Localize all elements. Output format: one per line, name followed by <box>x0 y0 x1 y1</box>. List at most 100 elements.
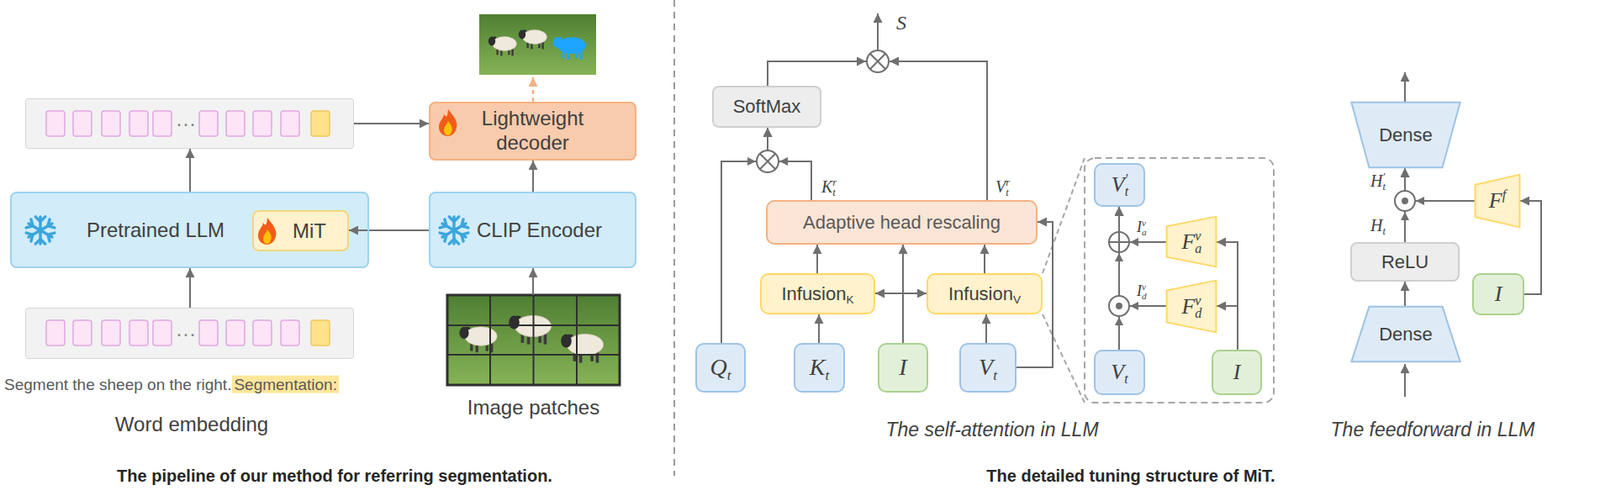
node-text: Ff <box>1489 188 1506 214</box>
node-text: Adaptive head rescaling <box>802 211 1001 233</box>
trapezoid-outline <box>1351 102 1460 168</box>
label-holder: Vtr <box>995 176 1010 197</box>
node-text: Dense <box>1378 124 1433 146</box>
connector-arrow <box>875 293 903 344</box>
symbol-base: V <box>978 353 993 381</box>
connector-arrow <box>1404 168 1475 201</box>
node-text: MiT <box>292 219 327 243</box>
input-image <box>459 327 497 353</box>
hadamard-operator <box>1116 303 1122 309</box>
label-holder: Iav <box>1136 218 1146 238</box>
connector-arrow <box>1216 242 1238 350</box>
panel-label: The feedforward in LLM <box>1330 418 1536 441</box>
node-text: Dense <box>1378 323 1433 345</box>
token <box>73 110 92 137</box>
node-text: I <box>1233 359 1241 386</box>
superscript: ′ <box>1382 170 1385 184</box>
dense-layer: Dense <box>1350 306 1462 363</box>
box-fill <box>428 191 637 269</box>
add-operator <box>1108 232 1130 253</box>
node-text: Kt <box>809 353 830 381</box>
superscript: v <box>1141 281 1146 293</box>
wire <box>1404 72 1406 102</box>
token <box>153 110 172 137</box>
symbol-base: I <box>1136 282 1142 300</box>
decoder-box: Lightweight decoder <box>428 101 637 161</box>
connector-arrow <box>353 122 429 125</box>
label-holder: Idv <box>1136 282 1146 301</box>
math-symbol: Ktr <box>821 177 837 196</box>
node-text: I <box>1494 281 1503 307</box>
arrowhead <box>1114 316 1124 326</box>
superscript: v <box>1141 217 1146 229</box>
tensor-box: Vt <box>959 343 1017 393</box>
node-text: Fav <box>1181 229 1201 255</box>
label-holder: Segmentation: <box>232 375 339 396</box>
token <box>46 110 65 137</box>
zoom-line <box>1042 314 1085 403</box>
add-operator <box>1118 232 1120 253</box>
input-image <box>447 295 620 386</box>
trapezoid-outline <box>1351 306 1460 363</box>
wire <box>767 61 867 86</box>
symbol-base: Infusion <box>948 283 1014 305</box>
token <box>101 320 121 346</box>
multiply-operator <box>866 50 889 73</box>
superscript: v <box>1194 228 1201 245</box>
node-text: ReLU <box>1381 251 1429 273</box>
subscript: V <box>1013 293 1021 307</box>
output-mask-image <box>479 14 597 75</box>
input-image <box>508 315 551 344</box>
dense-layer: Dense <box>1350 101 1462 169</box>
node-text: Vt′ <box>1111 172 1128 198</box>
symbol-base: Infusion <box>781 283 846 305</box>
symbol-base: H <box>1370 216 1383 235</box>
node-text: Image patches <box>467 396 600 420</box>
arrowhead <box>1114 253 1124 262</box>
node-text: Lightweight decoder <box>469 106 597 156</box>
connector-arrow <box>348 229 429 232</box>
label-holder: Segment the sheep on the right. <box>4 375 232 396</box>
subscript: a <box>1141 227 1147 238</box>
node-text: ··· <box>175 322 196 346</box>
token <box>153 320 172 346</box>
math-symbol: Vtr <box>995 177 1010 196</box>
token <box>101 110 121 137</box>
math-symbol: S <box>896 11 907 34</box>
token <box>226 320 245 346</box>
symbol-base: V <box>1110 359 1125 385</box>
image-patches: Image patches <box>447 295 620 386</box>
multiply-operator <box>870 53 886 69</box>
node-text: ··· <box>175 111 196 136</box>
token <box>199 320 218 346</box>
node-text: CLIP Encoder <box>476 218 602 243</box>
symbol-base: F <box>1181 229 1195 254</box>
connector-arrow <box>1404 281 1406 307</box>
multiply-operator <box>760 153 776 169</box>
adapter-trapezoid: Fdv <box>1166 279 1217 333</box>
output-mask-image <box>518 30 548 50</box>
label-holder: The pipeline of our method for referring… <box>116 465 553 486</box>
arrowhead <box>1400 211 1410 221</box>
token-bar-fill <box>25 98 354 149</box>
encoder-box: CLIP Encoder <box>428 191 637 269</box>
zoom-line <box>1042 158 1085 403</box>
subscript: t <box>1124 371 1128 386</box>
node-text: Vt <box>1110 359 1128 386</box>
token <box>129 320 148 346</box>
symbol-base: F <box>1181 294 1195 319</box>
box-fill <box>10 191 370 269</box>
box-fill <box>10 101 637 269</box>
token <box>46 320 65 346</box>
output-mask-image <box>488 36 518 57</box>
token <box>226 110 245 137</box>
trapezoid-outline <box>1166 280 1217 333</box>
token-sequence: ··· <box>25 98 354 149</box>
caption: The pipeline of our method for referring… <box>116 466 553 486</box>
node-text: Fdv <box>1181 294 1201 320</box>
connector-arrow <box>189 148 191 192</box>
label-holder: Word embedding <box>115 412 269 438</box>
image-feature-box: I <box>1211 349 1263 396</box>
frozen-icon <box>439 216 469 244</box>
